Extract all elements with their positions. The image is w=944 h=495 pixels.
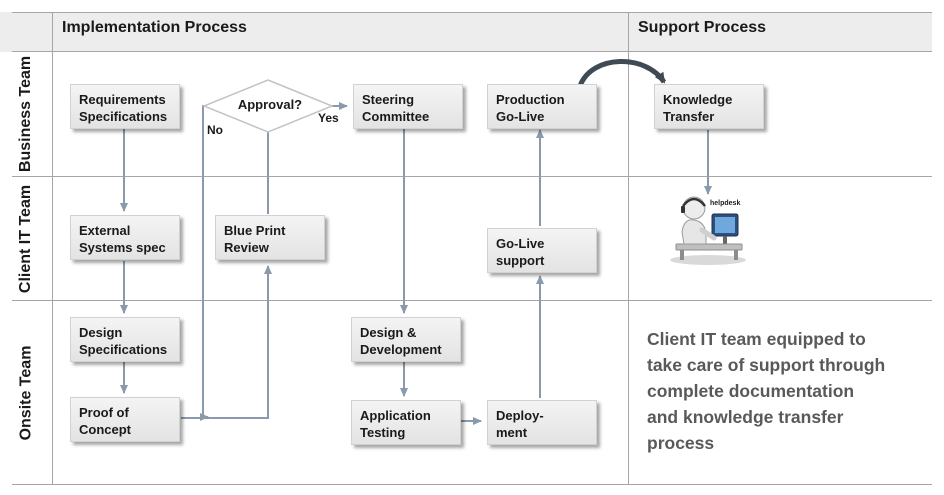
no-label: No (207, 123, 223, 137)
node-line: Testing (360, 425, 406, 440)
support-line: Client IT team equipped to (647, 329, 866, 349)
grid-line (628, 12, 629, 484)
approval-decision: Approval? (205, 80, 335, 132)
node-external-systems-spec: External Systems spec (70, 215, 180, 260)
node-line: Proof of (79, 405, 129, 420)
support-line: and knowledge transfer (647, 407, 844, 427)
node-line: Committee (362, 109, 430, 124)
node-deployment: Deploy- ment (487, 400, 597, 445)
grid-line (12, 176, 932, 177)
grid-line (52, 12, 53, 484)
yes-label: Yes (318, 111, 339, 125)
node-application-testing: Application Testing (351, 400, 461, 445)
node-line: Go-Live (496, 236, 545, 251)
node-line: Knowledge (663, 92, 733, 107)
node-requirements-specifications: Requirements Specifications (70, 84, 180, 129)
node-line: Development (360, 342, 442, 357)
node-line: External (79, 223, 131, 238)
node-line: Transfer (663, 109, 715, 124)
support-line: process (647, 433, 715, 453)
node-line: ment (496, 425, 528, 440)
node-design-development: Design & Development (351, 317, 461, 362)
header-row (0, 12, 932, 52)
node-line: Specifications (79, 342, 168, 357)
node-line: Systems spec (79, 240, 166, 255)
node-line: Requirements (79, 92, 166, 107)
node-go-live-support: Go-Live support (487, 228, 597, 273)
helpdesk-label: helpdesk (710, 200, 741, 207)
node-line: Application (360, 408, 431, 423)
node-knowledge-transfer: Knowledge Transfer (654, 84, 764, 129)
node-steering-committee: Steering Committee (353, 84, 463, 129)
node-design-specifications: Design Specifications (70, 317, 180, 362)
node-line: Deploy- (496, 408, 544, 423)
support-description: Client IT team equipped to take care of … (647, 326, 927, 456)
node-line: Review (224, 240, 269, 255)
node-line: Production (496, 92, 565, 107)
node-line: Concept (79, 422, 131, 437)
node-line: Steering (362, 92, 415, 107)
node-production-go-live: Production Go-Live (487, 84, 597, 129)
helpdesk-icon: helpdesk (668, 192, 748, 266)
node-proof-of-concept: Proof of Concept (70, 397, 180, 442)
arrow-poc-to-blueprint (181, 265, 272, 419)
implementation-header: Implementation Process (62, 19, 247, 36)
helpdesk-figure-icon (670, 196, 746, 265)
grid-line (12, 12, 932, 13)
node-line: Design (79, 325, 123, 340)
node-line: support (496, 253, 545, 268)
grid-line (12, 484, 932, 485)
approval-label: Approval? (237, 97, 303, 112)
arrow-approval-no (200, 105, 214, 421)
grid-line (12, 300, 932, 301)
node-line: Design & (360, 325, 417, 340)
node-line: Specifications (79, 109, 168, 124)
node-line: Blue Print (224, 223, 286, 238)
arrow-production-to-knowledge (577, 59, 667, 88)
grid-line (12, 51, 932, 52)
node-line: Go-Live (496, 109, 545, 124)
support-line: take care of support through (647, 355, 886, 375)
support-header: Support Process (638, 19, 767, 36)
support-line: complete documentation (647, 381, 855, 401)
approval-diamond (202, 79, 334, 133)
node-blue-print-review: Blue Print Review (215, 215, 325, 260)
